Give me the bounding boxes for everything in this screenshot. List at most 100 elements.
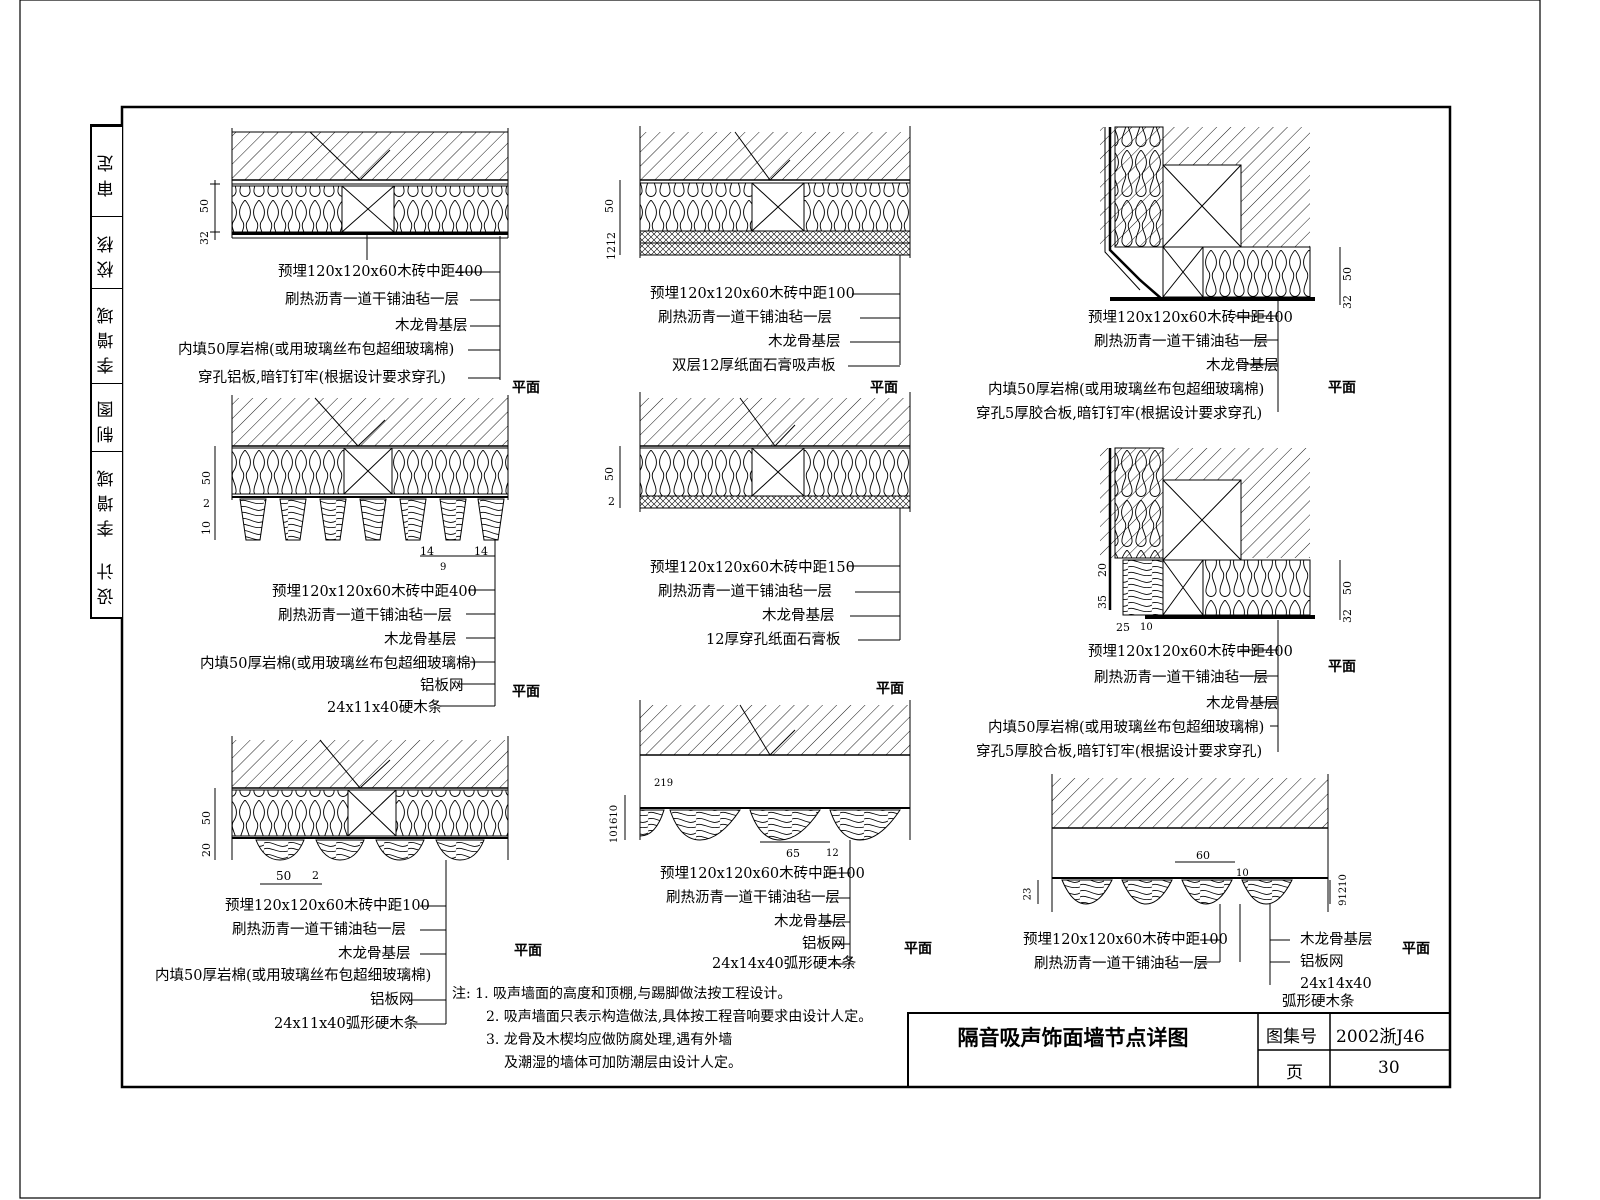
dim-text: 91210 xyxy=(1337,874,1349,906)
detail-7-section xyxy=(214,736,509,1025)
detail-7-label: 预埋120x120x60木砖中距100 xyxy=(225,898,430,914)
detail-1-section xyxy=(210,128,509,380)
detail-2-label: 双层12厚纸面石膏吸声板 xyxy=(672,358,836,374)
dim-text: 50 xyxy=(603,199,616,213)
sidebar-cell-check: 校核 xyxy=(92,216,122,289)
dim-text: 50 xyxy=(276,869,292,883)
plan-label: 平面 xyxy=(904,941,932,957)
detail-7-label: 木龙骨基层 xyxy=(338,946,411,962)
dim-text: 23 xyxy=(1022,887,1034,901)
dim-text: 65 xyxy=(786,847,800,860)
detail-6-label: 木龙骨基层 xyxy=(1206,696,1279,712)
detail-2-label: 刷热沥青一道干铺油毡一层 xyxy=(658,310,832,326)
sidebar-cell-design: 设计 xyxy=(97,555,118,606)
plan-label: 平面 xyxy=(1328,659,1356,675)
dim-text: 14 xyxy=(420,545,434,558)
detail-7-label: 铝板网 xyxy=(370,992,414,1008)
dim-text: 50 xyxy=(200,811,213,825)
detail-9-label: 24x14x40 xyxy=(1300,976,1372,992)
dim-text: 25 xyxy=(1116,621,1130,634)
dim-text: 2 xyxy=(312,869,319,882)
dim-text: 12 xyxy=(826,848,839,859)
dim-text: 20 xyxy=(200,843,213,857)
detail-8-label: 预埋120x120x60木砖中距100 xyxy=(660,866,865,882)
detail-9-label: 木龙骨基层 xyxy=(1300,932,1373,948)
dim-text: 2 xyxy=(608,495,615,508)
detail-9-label: 弧形硬木条 xyxy=(1282,994,1355,1010)
dim-text: 32 xyxy=(198,231,211,245)
detail-4-label: 木龙骨基层 xyxy=(384,632,457,648)
dim-text: 20 xyxy=(1096,563,1109,577)
detail-7-label: 刷热沥青一道干铺油毡一层 xyxy=(232,922,406,938)
dim-text: 10 xyxy=(1236,868,1249,879)
detail-6-section xyxy=(1100,447,1341,752)
sheet-border xyxy=(19,0,1541,1199)
detail-4-label: 刷热沥青一道干铺油毡一层 xyxy=(278,608,452,624)
page-label: 页 xyxy=(1286,1063,1303,1083)
atlas-number-label: 图集号 xyxy=(1266,1027,1317,1047)
dim-text: 1212 xyxy=(605,232,618,260)
detail-1-label: 穿孔铝板,暗钉钉牢(根据设计要求穿孔) xyxy=(198,370,446,386)
sidebar-cell-approve: 审定 xyxy=(92,126,122,217)
detail-6-label: 内填50厚岩棉(或用玻璃丝布包超细玻璃棉) xyxy=(988,720,1265,736)
dim-text: 50 xyxy=(603,467,616,481)
note-line: 3. 龙骨及木楔均应做防腐处理,遇有外墙 xyxy=(486,1032,733,1048)
detail-7-label: 24x11x40弧形硬木条 xyxy=(274,1016,419,1032)
note-line: 2. 吸声墙面只表示构造做法,具体按工程音响要求由设计人定。 xyxy=(486,1009,873,1025)
dim-text: 60 xyxy=(1196,849,1210,862)
dim-text: 101610 xyxy=(609,804,621,844)
detail-3-label: 内填50厚岩棉(或用玻璃丝布包超细玻璃棉) xyxy=(988,382,1265,398)
detail-5-label: 预埋120x120x60木砖中距150 xyxy=(650,560,855,576)
detail-9-section xyxy=(1037,774,1331,985)
note-line: 注: 1. 吸声墙面的高度和顶棚,与踢脚做法按工程设计。 xyxy=(452,986,792,1002)
detail-8-label: 刷热沥青一道干铺油毡一层 xyxy=(666,890,840,906)
dim-text: 50 xyxy=(1341,267,1354,281)
detail-3-label: 预埋120x120x60木砖中距400 xyxy=(1088,310,1293,326)
plan-label: 平面 xyxy=(1328,380,1356,396)
dim-text: 50 xyxy=(200,471,213,485)
dim-text: 50 xyxy=(1341,581,1354,595)
detail-3-section xyxy=(1100,126,1341,412)
detail-4-label: 铝板网 xyxy=(420,678,464,694)
detail-1-label: 刷热沥青一道干铺油毡一层 xyxy=(285,292,459,308)
detail-6-label: 穿孔5厚胶合板,暗钉钉牢(根据设计要求穿孔) xyxy=(976,744,1263,760)
dim-text: 32 xyxy=(1341,609,1354,623)
detail-2-section xyxy=(619,126,911,367)
detail-5-section xyxy=(619,392,911,641)
plan-label: 平面 xyxy=(1402,941,1430,957)
plan-label: 平面 xyxy=(876,681,904,697)
dim-text: 35 xyxy=(1096,595,1109,609)
sidebar-cell-checker-name: 李增域 xyxy=(92,288,122,384)
detail-2-label: 预埋120x120x60木砖中距100 xyxy=(650,286,855,302)
detail-9-label: 预埋120x120x60木砖中距100 xyxy=(1023,932,1228,948)
detail-3-label: 穿孔5厚胶合板,暗钉钉牢(根据设计要求穿孔) xyxy=(976,406,1263,422)
detail-1-label: 预埋120x120x60木砖中距400 xyxy=(278,264,483,280)
detail-4-label: 内填50厚岩棉(或用玻璃丝布包超细玻璃棉) xyxy=(200,656,477,672)
plan-label: 平面 xyxy=(870,380,898,396)
detail-8-label: 木龙骨基层 xyxy=(774,914,847,930)
detail-3-label: 刷热沥青一道干铺油毡一层 xyxy=(1094,334,1268,350)
page-number: 30 xyxy=(1378,1058,1400,1078)
signature-strip: 审定 校核 李增域 制图 李增域 设计 xyxy=(90,124,122,619)
sidebar-cell-drafter-name: 李增域 xyxy=(92,451,122,547)
detail-4-label: 24x11x40硬木条 xyxy=(327,700,443,716)
dim-text: 219 xyxy=(654,778,674,789)
dim-text: 10 xyxy=(200,521,213,535)
detail-7-label: 内填50厚岩棉(或用玻璃丝布包超细玻璃棉) xyxy=(155,968,432,984)
note-line: 及潮湿的墙体可加防潮层由设计人定。 xyxy=(504,1055,742,1071)
dim-text: 32 xyxy=(1341,295,1354,309)
detail-6-label: 预埋120x120x60木砖中距400 xyxy=(1088,644,1293,660)
detail-4-section xyxy=(214,395,509,707)
dim-text: 10 xyxy=(1140,622,1153,633)
detail-6-label: 刷热沥青一道干铺油毡一层 xyxy=(1094,670,1268,686)
detail-3-label: 木龙骨基层 xyxy=(1206,358,1279,374)
detail-8-section xyxy=(624,700,911,965)
detail-1-label: 木龙骨基层 xyxy=(395,318,468,334)
drawing-title: 隔音吸声饰面墙节点详图 xyxy=(957,1026,1189,1050)
detail-8-label: 铝板网 xyxy=(802,936,846,952)
detail-4-label: 预埋120x120x60木砖中距400 xyxy=(272,584,477,600)
dim-text: 14 xyxy=(474,545,488,558)
dim-text: 9 xyxy=(440,562,447,573)
main-frame xyxy=(120,105,1452,1089)
